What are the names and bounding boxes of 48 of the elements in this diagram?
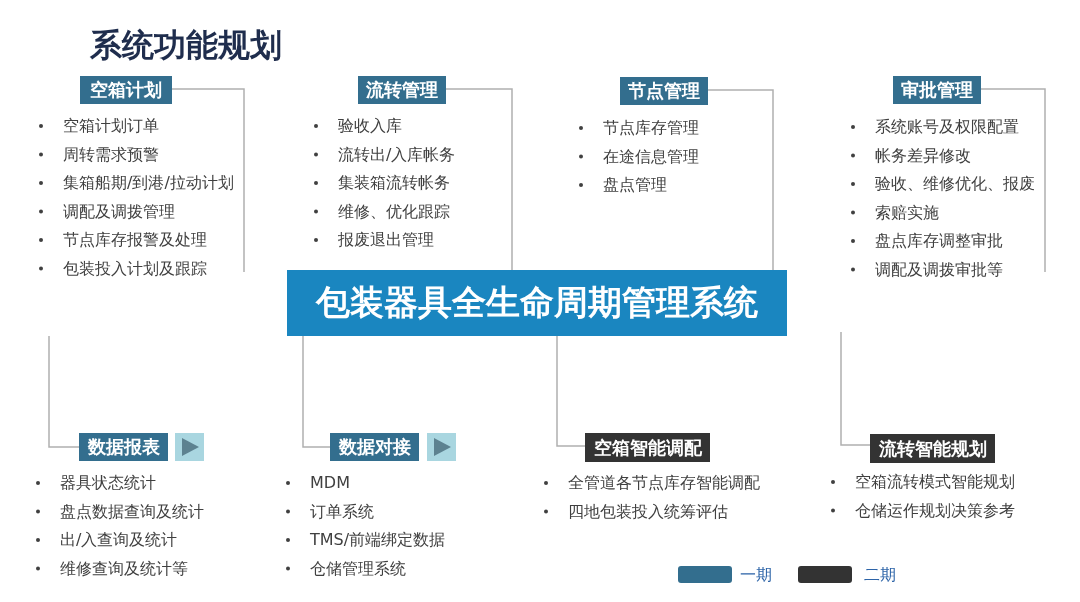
- list-item: 索赔实施: [875, 202, 939, 223]
- connector-line: [302, 335, 331, 448]
- list-item: 调配及调拨审批等: [875, 259, 1003, 280]
- list-item: 节点库存报警及处理: [63, 230, 207, 250]
- list-item: 仓储管理系统: [310, 558, 406, 579]
- list-item: 包装投入计划及跟踪: [63, 258, 207, 279]
- list-item: 验收入库: [338, 116, 402, 136]
- list-item: 仓储运作规划决策参考: [855, 500, 1015, 521]
- list-item: 空箱流转模式智能规划: [855, 472, 1015, 492]
- list-item: 集装箱流转帐务: [338, 173, 450, 193]
- list-item: 报废退出管理: [338, 230, 434, 250]
- connector-line: [707, 89, 774, 271]
- module-heading-box: 流转智能规划: [870, 434, 995, 463]
- list-item: 验收、维修优化、报废: [875, 174, 1035, 194]
- list-item: 盘点库存调整审批: [875, 231, 1003, 251]
- list-item: 器具状态统计: [60, 473, 156, 493]
- module-heading-box: 节点管理: [620, 77, 708, 105]
- module-heading-box: 审批管理: [893, 76, 981, 104]
- list-item: 维修查询及统计等: [60, 558, 188, 579]
- list-item: 集箱船期/到港/拉动计划: [63, 173, 234, 193]
- legend-label: 一期: [740, 565, 772, 586]
- list-item: 订单系统: [310, 501, 374, 522]
- list-item: 盘点数据查询及统计: [60, 501, 204, 522]
- connector-line: [445, 88, 513, 271]
- list-item: 在途信息管理: [603, 146, 699, 167]
- list-item: 全管道各节点库存智能调配: [568, 473, 760, 493]
- list-item: 四地包装投入统筹评估: [568, 501, 728, 522]
- legend-label: 二期: [864, 565, 896, 586]
- list-item: 节点库存管理: [603, 118, 699, 138]
- system-title-box: 包装器具全生命周期管理系统: [287, 270, 787, 336]
- page-title: 系统功能规划: [90, 25, 282, 66]
- connector-line: [556, 335, 586, 447]
- list-item: 周转需求预警: [63, 144, 159, 165]
- list-item: 流转出/入库帐务: [338, 144, 456, 165]
- list-item: 维修、优化跟踪: [338, 201, 450, 222]
- module-heading-box: 数据对接: [330, 433, 419, 461]
- list-item: 帐务差异修改: [875, 145, 971, 166]
- list-item: MDM: [310, 473, 350, 493]
- list-item: 系统账号及权限配置: [875, 117, 1019, 137]
- list-item: 盘点管理: [603, 175, 667, 195]
- module-heading-box: 数据报表: [79, 433, 168, 461]
- list-item: 调配及调拨管理: [63, 201, 175, 222]
- module-heading-box: 流转管理: [358, 76, 446, 104]
- module-heading-box: 空箱计划: [80, 76, 172, 104]
- module-heading-box: 空箱智能调配: [585, 433, 710, 462]
- list-item: 出/入查询及统计: [60, 530, 178, 550]
- list-item: TMS/前端绑定数据: [310, 530, 446, 550]
- list-item: 空箱计划订单: [63, 116, 159, 136]
